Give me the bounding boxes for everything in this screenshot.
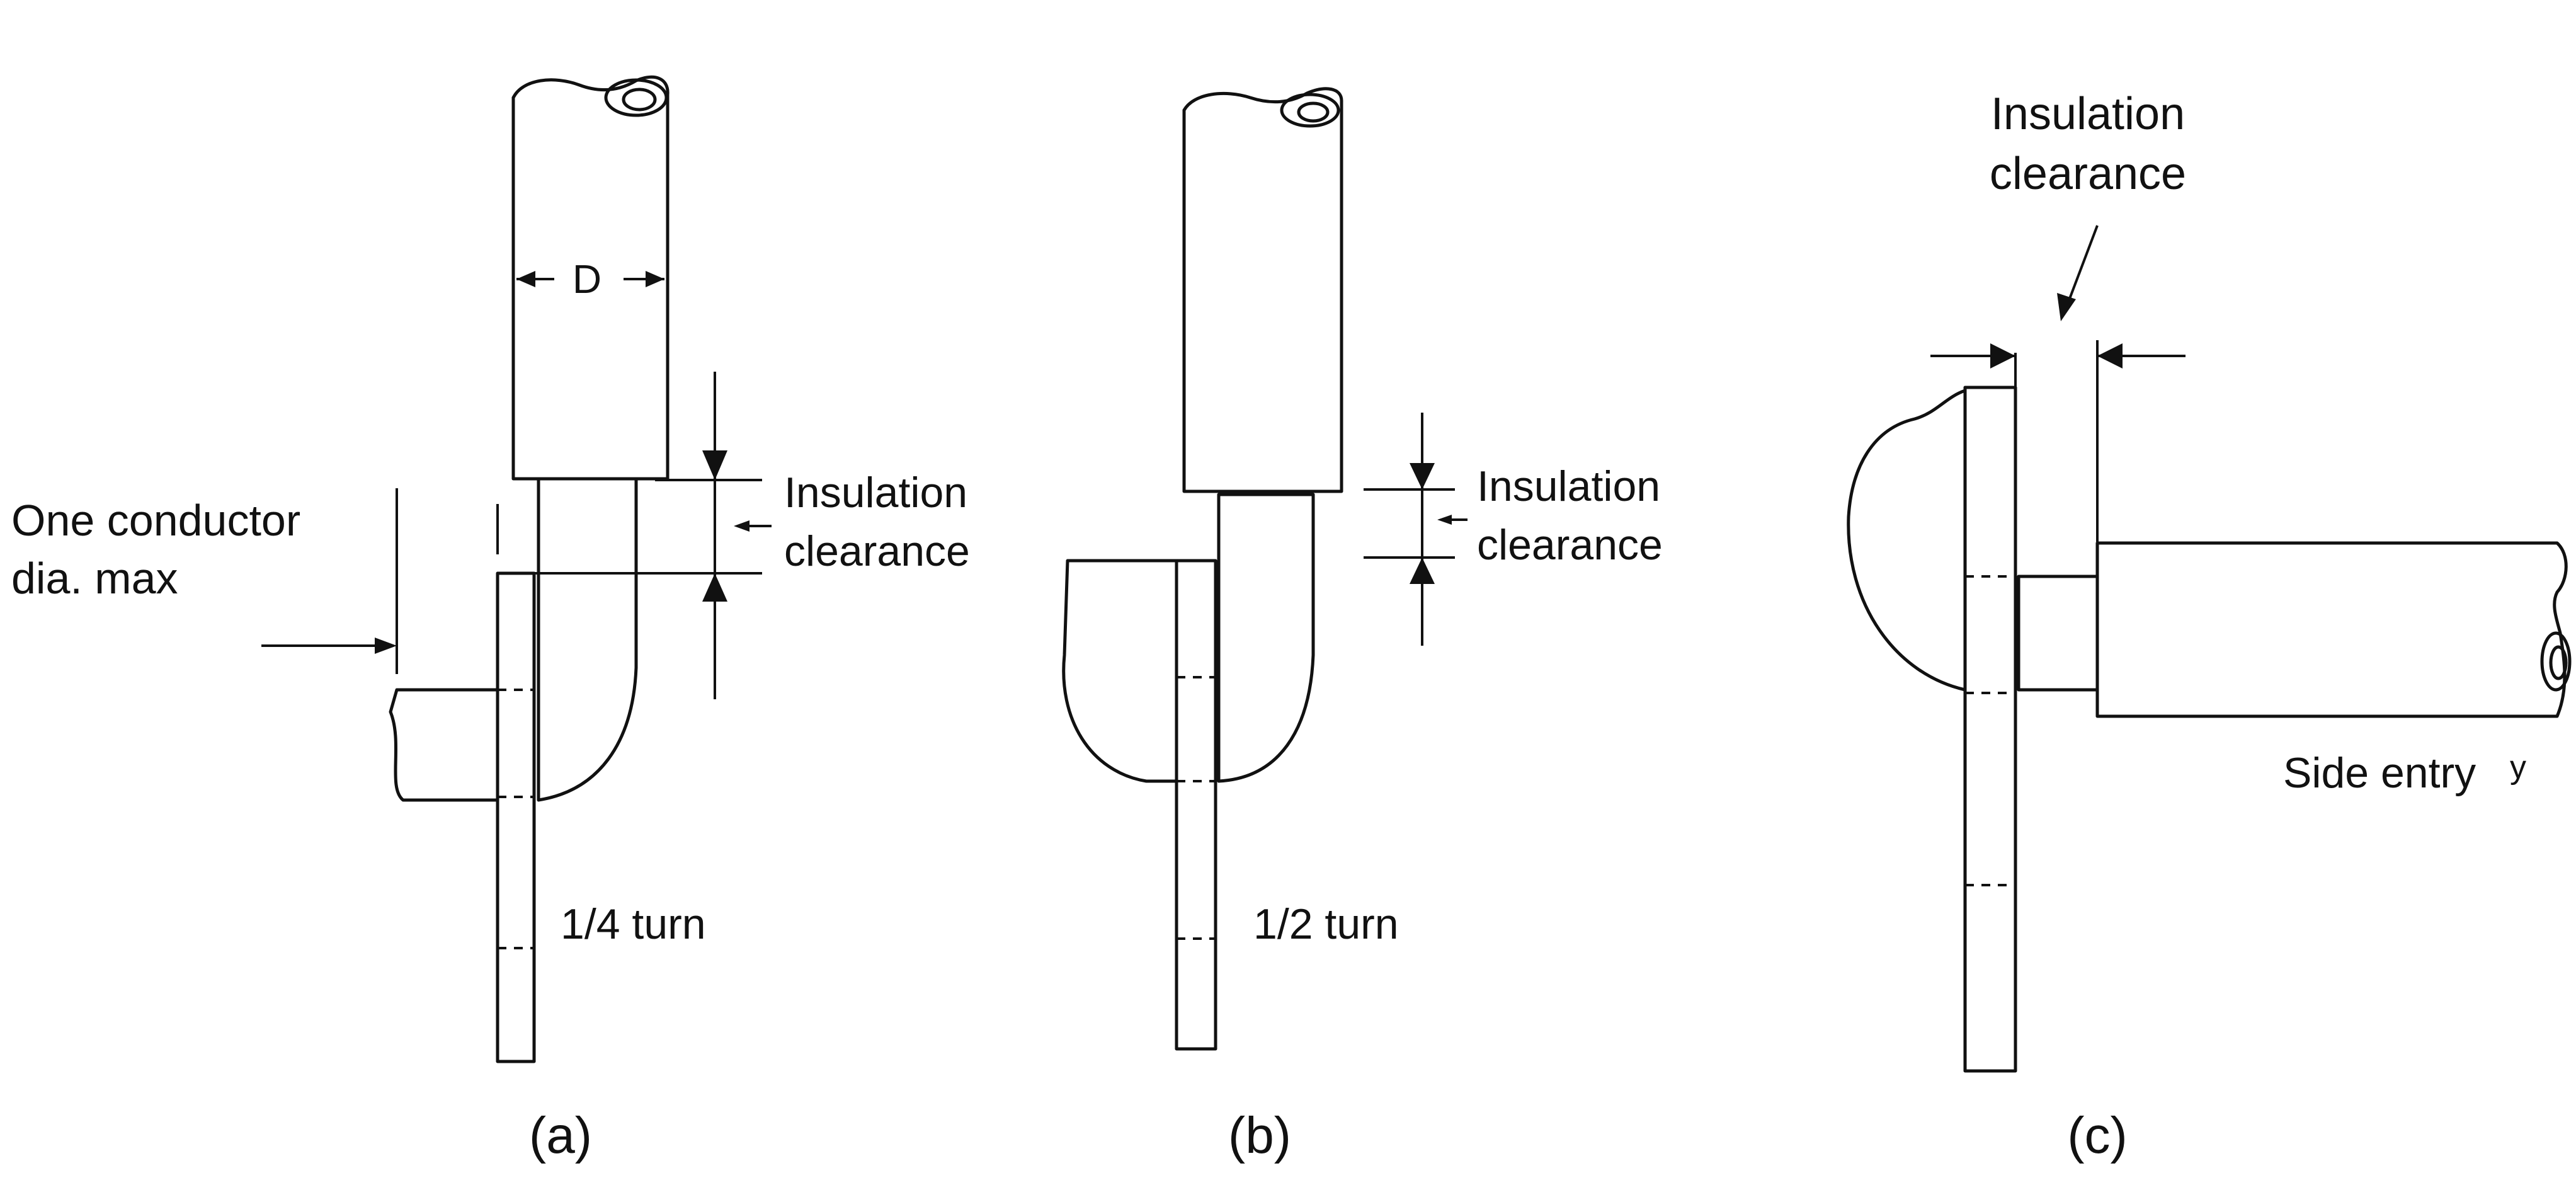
turn-label-a: 1/4 turn	[561, 900, 706, 948]
conductor-label-line1: One conductor	[11, 496, 300, 545]
terminal-post-a	[496, 571, 536, 1063]
clearance-label-line2-c: clearance	[1990, 149, 2186, 199]
clearance-dimension-a: Insulation clearance	[498, 372, 970, 699]
conductor-wrap-c	[1847, 389, 2099, 692]
clearance-label-line1: Insulation	[784, 469, 967, 517]
clearance-label-line2-b: clearance	[1477, 521, 1663, 569]
diameter-label: D	[573, 256, 601, 302]
clearance-label-line1-c: Insulation	[1991, 89, 2185, 139]
conductor-wrap-b	[1062, 493, 1315, 783]
conductor-max-dimension: One conductor dia. max	[11, 488, 499, 674]
wire-c	[2095, 541, 2572, 718]
caption-c: (c)	[2067, 1107, 2128, 1164]
turn-label-b: 1/2 turn	[1253, 900, 1399, 948]
conductor-wrap-a	[389, 477, 638, 802]
panel-b: Insulation clearance 1/2 turn (b)	[1062, 87, 1663, 1164]
panel-c: Insulation clearance Side entry y (c)	[1847, 89, 2572, 1164]
panel-a: D Insulation clearance	[11, 75, 970, 1164]
terminal-post-b	[1175, 559, 1217, 1051]
diameter-dimension: D	[516, 256, 664, 302]
clearance-dimension-c: Insulation clearance	[1930, 89, 2186, 542]
stray-mark: y	[2510, 749, 2526, 786]
side-entry-label: Side entry	[2283, 749, 2476, 797]
conductor-label-line2: dia. max	[11, 554, 178, 603]
wire-b	[1182, 87, 1343, 493]
clearance-dimension-b: Insulation clearance	[1364, 413, 1663, 646]
caption-b: (b)	[1228, 1107, 1291, 1164]
clearance-label-line1-b: Insulation	[1477, 462, 1660, 510]
clearance-label-line2: clearance	[784, 527, 970, 575]
terminal-post-c	[1963, 386, 2017, 1073]
caption-a: (a)	[529, 1107, 592, 1164]
